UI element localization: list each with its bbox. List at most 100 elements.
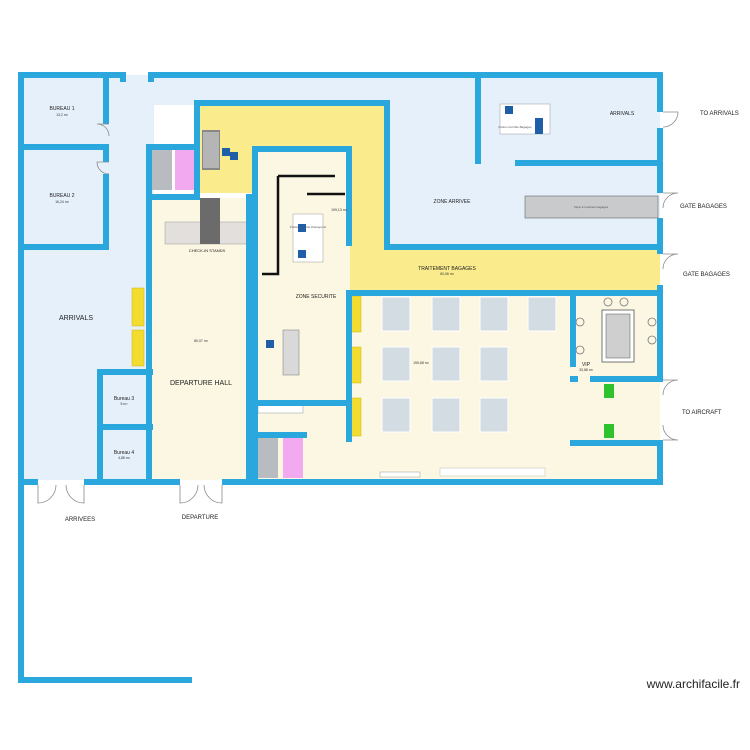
table bbox=[479, 296, 509, 332]
zone-bureau3-fill bbox=[102, 372, 146, 427]
vip-seat bbox=[604, 424, 614, 438]
police-desk-label: Police Contrôle Bagages bbox=[498, 125, 532, 129]
wall bbox=[570, 440, 663, 446]
lounge-chair bbox=[619, 297, 629, 307]
wc-block-3 bbox=[258, 438, 278, 478]
chair bbox=[131, 287, 145, 327]
door bbox=[96, 161, 110, 175]
wall bbox=[384, 244, 663, 250]
room-name-bureau2: BUREAU 2 bbox=[49, 193, 74, 199]
wall bbox=[148, 72, 663, 78]
vip-table-inner bbox=[605, 313, 631, 359]
desk-chair bbox=[298, 250, 306, 258]
wall bbox=[194, 100, 200, 200]
labels: BUREAU 1 13,2 m² BUREAU 2 16,24 m² Burea… bbox=[49, 106, 740, 691]
wall bbox=[252, 400, 352, 406]
desk-chair bbox=[230, 152, 238, 160]
wall bbox=[146, 194, 152, 485]
wall bbox=[148, 72, 154, 82]
lower-counter-2 bbox=[439, 467, 546, 477]
room-name-zone-securite: ZONE SECURITE bbox=[296, 294, 337, 300]
wall bbox=[252, 146, 258, 485]
door bbox=[662, 379, 679, 396]
zone-aircraft-fill bbox=[573, 378, 660, 480]
table bbox=[431, 397, 461, 433]
zone-departure-fill bbox=[150, 198, 252, 480]
room-area-bureau2: 16,24 m² bbox=[55, 200, 70, 204]
room-area-departure-hall: 80,07 m² bbox=[194, 339, 209, 343]
walls bbox=[18, 72, 663, 683]
wall bbox=[97, 424, 153, 430]
wall bbox=[103, 144, 109, 162]
wall bbox=[18, 72, 120, 78]
furniture bbox=[152, 103, 659, 478]
zone-traitement-band bbox=[348, 245, 660, 293]
wc-block-2 bbox=[175, 150, 195, 190]
door bbox=[662, 192, 679, 209]
room-name-arrivals-hall: ARRIVALS bbox=[59, 315, 93, 322]
table bbox=[431, 346, 461, 382]
wall bbox=[570, 376, 578, 382]
wall bbox=[18, 144, 108, 150]
wall bbox=[18, 479, 38, 485]
baggage-belt-label: Tapis à roulettes bagages bbox=[574, 205, 609, 209]
door bbox=[662, 111, 679, 128]
wall bbox=[194, 100, 390, 106]
table bbox=[431, 296, 461, 332]
wall bbox=[475, 72, 481, 164]
room-area-waiting: 195,68 m² bbox=[413, 361, 430, 365]
room-name-arrivals-top: ARRIVALS bbox=[610, 111, 635, 117]
wall bbox=[103, 72, 109, 124]
room-name-departure-hall: DEPARTURE HALL bbox=[170, 380, 232, 387]
wall bbox=[252, 146, 352, 152]
wall bbox=[384, 100, 390, 250]
room-name-bureau3: Bureau 3 bbox=[114, 396, 135, 402]
zone-securite-fill bbox=[255, 150, 350, 405]
exit-gate-bagages-2: GATE BAGAGES bbox=[683, 272, 730, 278]
wall bbox=[657, 285, 663, 380]
check-in-label: CHECK-IN STANDS bbox=[189, 248, 226, 253]
baggage-belt bbox=[524, 195, 659, 219]
wall bbox=[18, 72, 24, 682]
wall bbox=[18, 677, 192, 683]
check-in-column-top-face bbox=[203, 132, 219, 168]
watermark: www.archifacile.fr bbox=[646, 677, 740, 691]
exit-arrivees: ARRIVEES bbox=[65, 517, 95, 523]
wall bbox=[590, 376, 663, 382]
passport-desk-label: Police Contrôle Passeports bbox=[290, 225, 327, 229]
wall bbox=[515, 160, 663, 166]
desk-chair bbox=[298, 224, 306, 232]
security-desk bbox=[292, 213, 324, 263]
desk-chair bbox=[535, 118, 543, 126]
room-area-vip: 33,88 m² bbox=[579, 368, 594, 372]
security-scanner bbox=[282, 329, 300, 376]
zone-traitement-col bbox=[348, 103, 390, 248]
zone-bureau2-fill bbox=[22, 147, 106, 247]
doors bbox=[37, 111, 679, 504]
wall bbox=[657, 218, 663, 254]
room-name-traitement: TRAITEMENT BAGAGES bbox=[418, 266, 476, 272]
table bbox=[381, 397, 411, 433]
wc-block-4 bbox=[283, 438, 303, 478]
desk-chair bbox=[535, 126, 543, 134]
wall bbox=[252, 432, 307, 438]
desk-chair bbox=[266, 340, 274, 348]
wall bbox=[222, 479, 663, 485]
wall bbox=[657, 440, 663, 485]
lower-counter-1 bbox=[379, 471, 421, 478]
vip-seat bbox=[604, 384, 614, 398]
wall bbox=[103, 174, 109, 250]
wall bbox=[346, 292, 352, 442]
room-name-zone-arrivee: ZONE ARRIVEE bbox=[434, 199, 472, 205]
wall bbox=[84, 479, 180, 485]
wall bbox=[120, 72, 126, 82]
wall bbox=[246, 194, 252, 485]
door bbox=[203, 484, 223, 504]
table bbox=[479, 346, 509, 382]
lounge-chair bbox=[603, 297, 613, 307]
exit-departure: DEPARTURE bbox=[182, 515, 218, 521]
wall bbox=[146, 194, 196, 200]
room-area-zone-securite: 199,13 m² bbox=[331, 208, 348, 212]
room-area-traitement: 60,06 m² bbox=[440, 272, 455, 276]
chair bbox=[131, 329, 145, 367]
